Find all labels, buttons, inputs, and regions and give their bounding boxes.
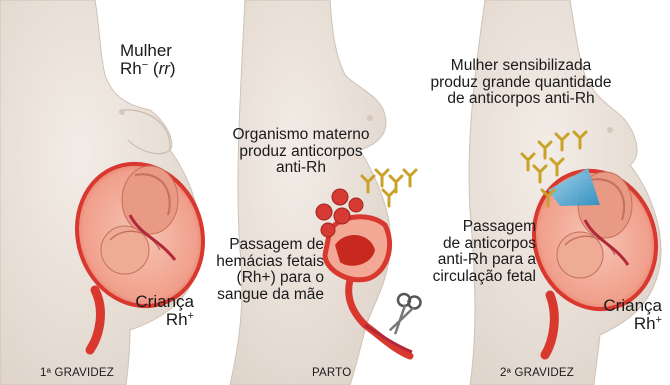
child-label-line1: Criança bbox=[128, 293, 194, 311]
passage-text-line: sangue da mãe bbox=[200, 287, 324, 304]
passage-text-line: (Rh+) para o bbox=[200, 270, 324, 287]
caption-panel-2: PARTO bbox=[312, 367, 351, 379]
passage-text-line: Passagem bbox=[418, 219, 536, 236]
rh-sign: − bbox=[142, 59, 148, 71]
child-label-3: Criança Rh+ bbox=[594, 297, 662, 334]
nipple-2 bbox=[367, 115, 373, 121]
rh-base: Rh bbox=[166, 310, 188, 329]
mother-label-1: Mulher Rh− (rr) bbox=[120, 42, 176, 79]
rh-base: Rh bbox=[634, 314, 656, 333]
umbilical-cord-2 bbox=[365, 325, 412, 352]
sensitized-text-line: de anticorpos anti-Rh bbox=[428, 91, 614, 108]
antibody-text-line: anti-Rh bbox=[226, 160, 376, 177]
antibody-text-line: produz anticorpos bbox=[226, 144, 376, 161]
child-label-line1: Criança bbox=[594, 297, 662, 315]
antibody-passage-text: Passagem de anticorpos anti-Rh para a ci… bbox=[418, 219, 536, 286]
child-rh-label: Rh+ bbox=[128, 311, 194, 329]
sensitized-text-line: produz grande quantidade bbox=[428, 75, 614, 92]
passage-text-line: Passagem de bbox=[200, 237, 324, 254]
panel-2-figure bbox=[230, 0, 423, 385]
caption-panel-1: 1ª GRAVIDEZ bbox=[40, 367, 114, 379]
passage-text-line: circulação fetal bbox=[418, 269, 536, 286]
red-cell-passage-text: Passagem de hemácias fetais (Rh+) para o… bbox=[200, 237, 324, 304]
rh-sign: + bbox=[188, 310, 194, 322]
antibody-text-line: Organismo materno bbox=[226, 127, 376, 144]
child-label-1: Criança Rh+ bbox=[128, 293, 194, 330]
nipple-3 bbox=[607, 127, 613, 133]
rh-sign: + bbox=[656, 314, 662, 326]
caption-panel-3: 2ª GRAVIDEZ bbox=[500, 367, 574, 379]
genotype: rr bbox=[159, 59, 170, 78]
mother-rh-label: Rh− (rr) bbox=[120, 60, 176, 78]
mother-label-line1: Mulher bbox=[120, 42, 176, 60]
antibody-production-text: Organismo materno produz anticorpos anti… bbox=[226, 127, 376, 177]
passage-text-line: anti-Rh para a bbox=[418, 252, 536, 269]
child-rh-label: Rh+ bbox=[594, 315, 662, 333]
rh-base: Rh bbox=[120, 59, 142, 78]
nipple-1 bbox=[119, 109, 125, 115]
sensitized-mother-text: Mulher sensibilizada produz grande quant… bbox=[428, 58, 614, 108]
passage-text-line: hemácias fetais bbox=[200, 254, 324, 271]
sensitized-text-line: Mulher sensibilizada bbox=[428, 58, 614, 75]
passage-text-line: de anticorpos bbox=[418, 236, 536, 253]
scissors-icon bbox=[381, 288, 423, 335]
